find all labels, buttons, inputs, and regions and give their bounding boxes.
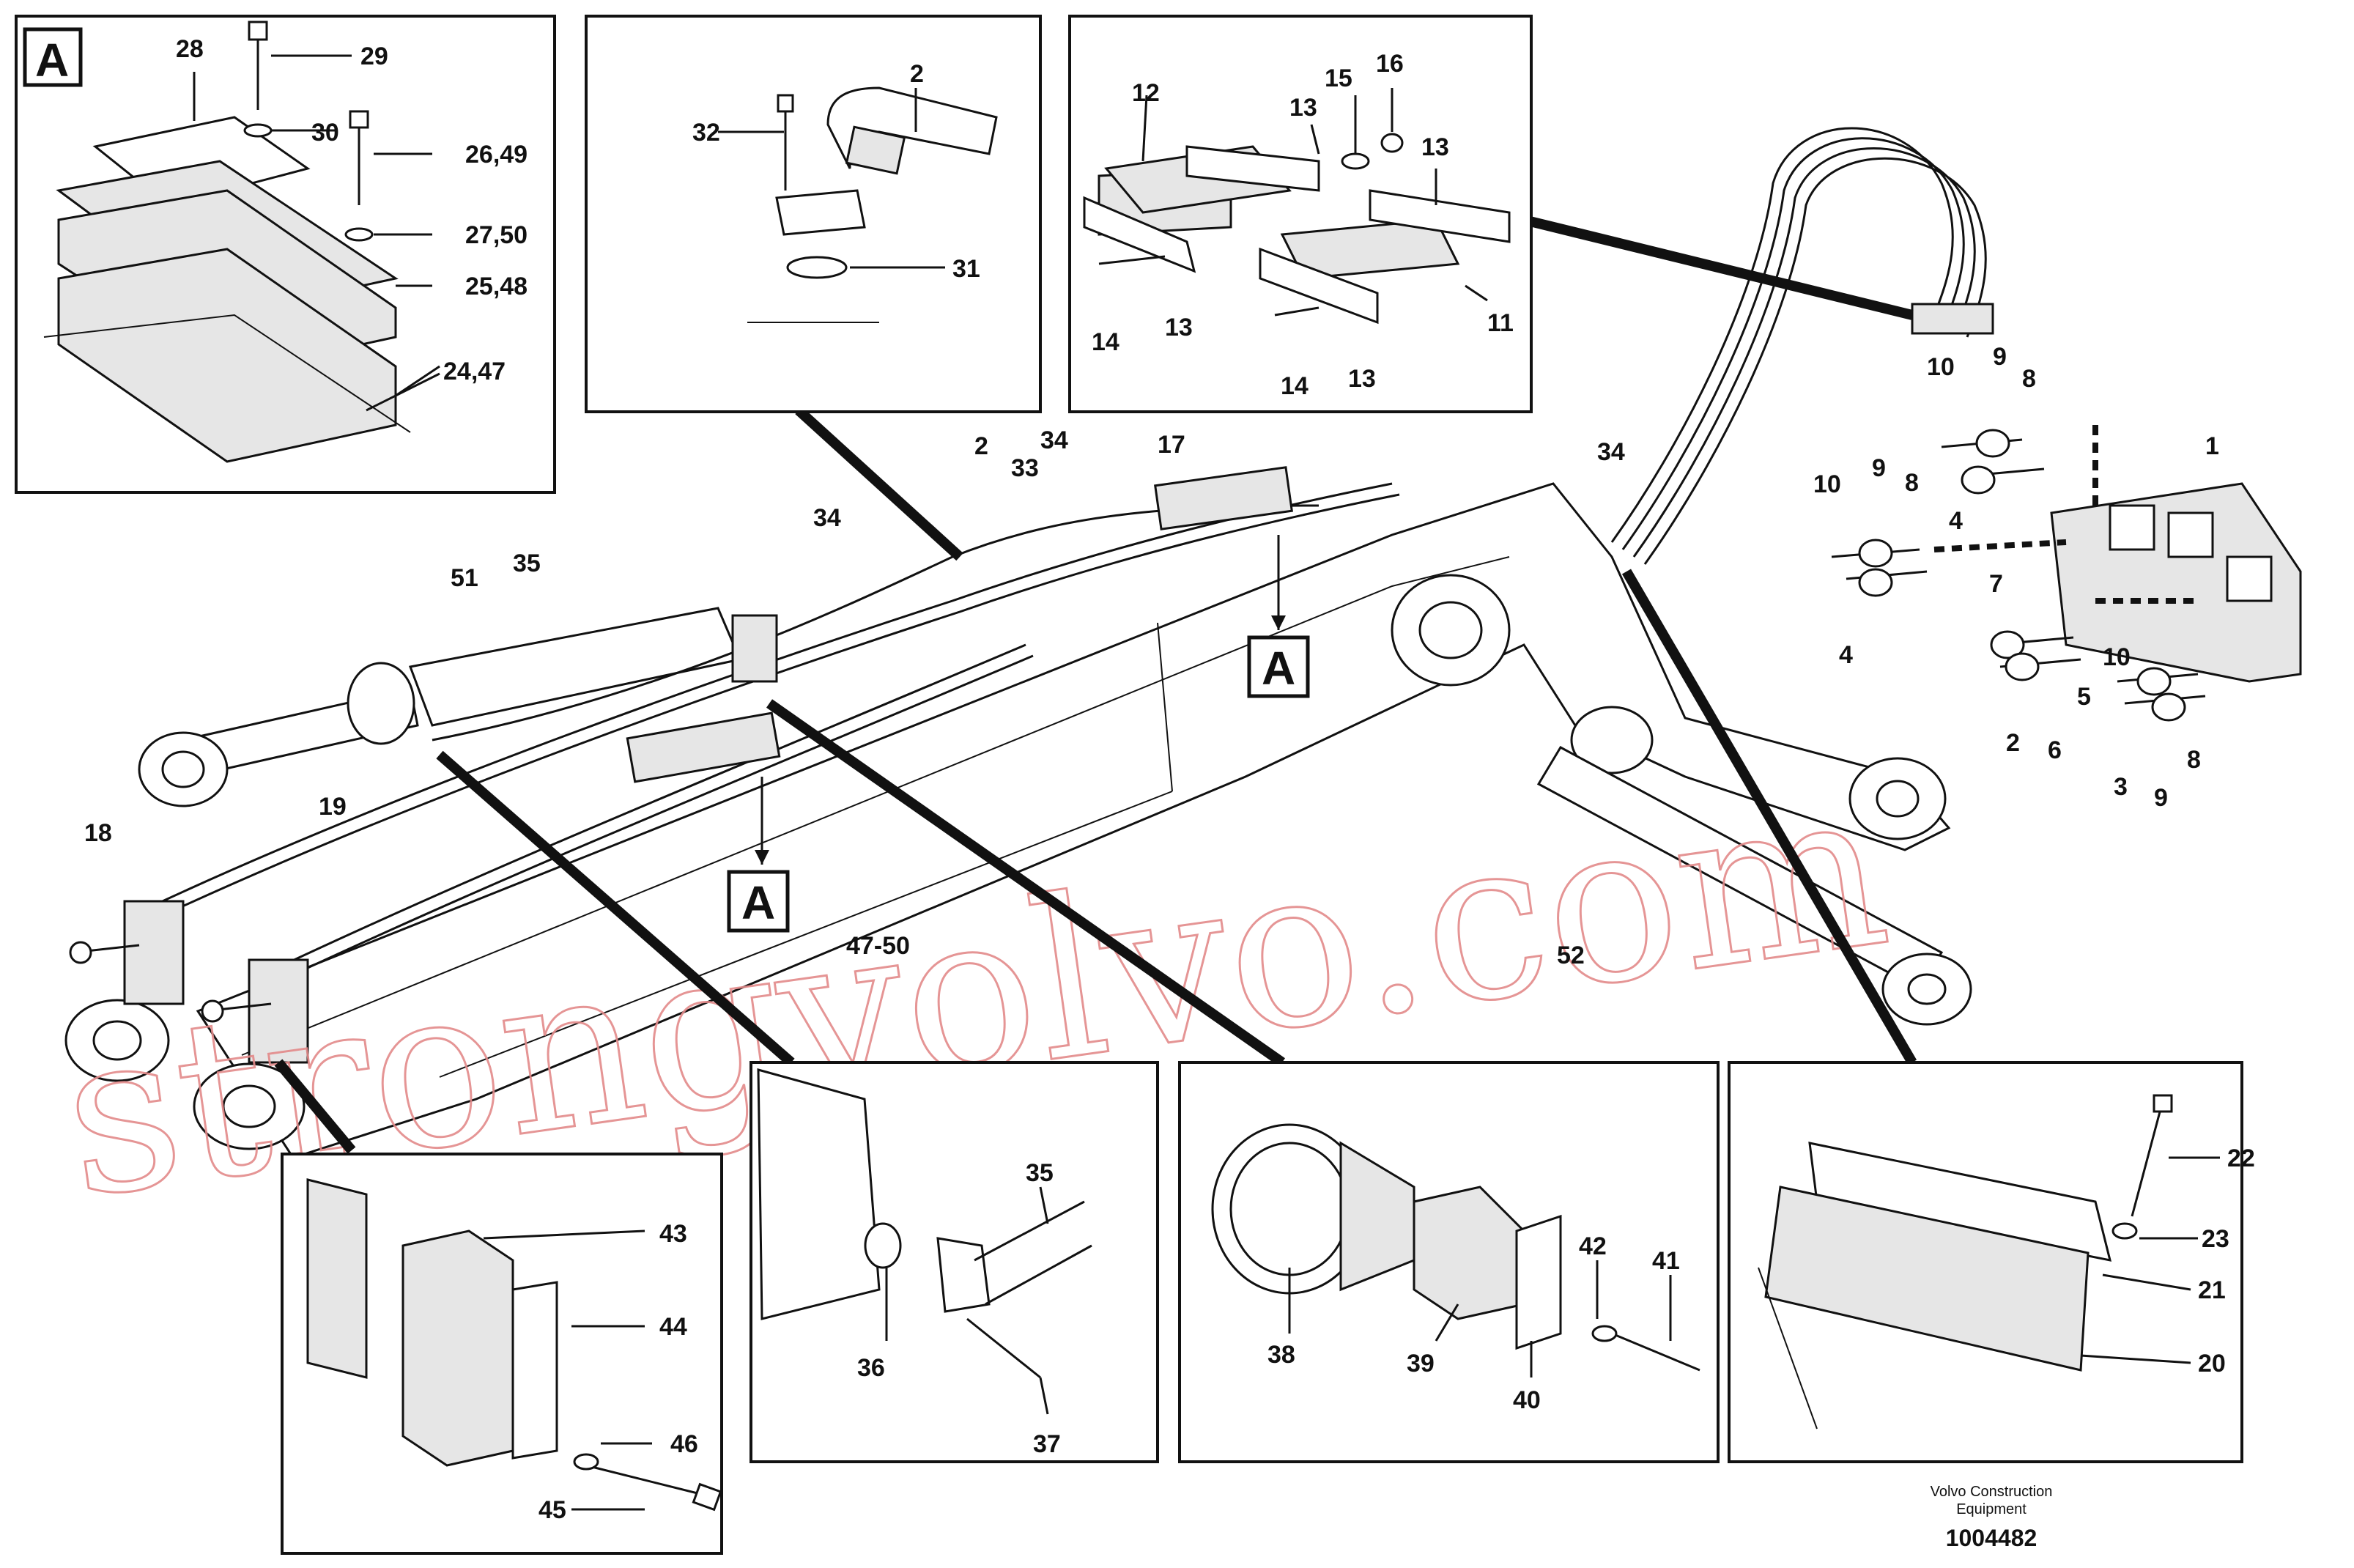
label-41: 41	[1652, 1247, 1680, 1275]
label-10-b: 10	[1813, 470, 1841, 498]
label-35-boom: 35	[513, 550, 541, 577]
label-2-inset: 2	[910, 60, 924, 88]
label-13-d: 13	[1348, 365, 1376, 393]
label-9-c: 9	[2154, 784, 2168, 812]
label-44: 44	[659, 1313, 687, 1341]
label-10-c: 10	[2103, 643, 2131, 671]
label-7: 7	[1989, 570, 2003, 598]
control-valve	[1831, 425, 2302, 722]
inset-valve-clamp	[1728, 1061, 2243, 1463]
label-13-c: 13	[1165, 314, 1193, 341]
label-20: 20	[2198, 1350, 2226, 1377]
label-51: 51	[451, 564, 478, 592]
label-2-valve: 2	[2006, 729, 2020, 757]
inset-pipe-clamp	[1178, 1061, 1720, 1463]
boom-assembly	[64, 127, 1994, 1159]
label-40: 40	[1513, 1386, 1541, 1414]
label-33: 33	[1011, 454, 1039, 482]
label-25-48: 25,48	[465, 273, 528, 300]
label-23: 23	[2202, 1225, 2229, 1253]
section-marker-boom-2: A	[727, 777, 790, 933]
label-8-b: 8	[1905, 469, 1919, 497]
label-8-a: 8	[2022, 365, 2036, 393]
label-38: 38	[1267, 1341, 1295, 1369]
label-1: 1	[2205, 432, 2219, 460]
label-32: 32	[692, 119, 720, 147]
footer-company-line2: Equipment	[1956, 1501, 2027, 1517]
label-21: 21	[2198, 1276, 2226, 1304]
label-47-50: 47-50	[846, 932, 910, 960]
drawing-number: 1004482	[1946, 1525, 2037, 1551]
svg-text:A: A	[741, 876, 775, 929]
label-3: 3	[2114, 773, 2128, 801]
label-14-b: 14	[1281, 372, 1309, 400]
label-6: 6	[2048, 736, 2062, 764]
part-labels: 28 29 30 26,49 27,50 25,48 24,47 2 32 31…	[84, 35, 2255, 1524]
label-43: 43	[659, 1220, 687, 1248]
label-36: 36	[857, 1354, 885, 1382]
label-46: 46	[670, 1430, 698, 1458]
label-16: 16	[1376, 50, 1404, 78]
label-18: 18	[84, 819, 112, 847]
label-45: 45	[538, 1496, 566, 1524]
label-34-b: 34	[813, 504, 841, 532]
label-37: 37	[1033, 1430, 1061, 1458]
label-9-b: 9	[1872, 454, 1886, 482]
label-2-boom: 2	[974, 432, 988, 460]
label-12: 12	[1132, 79, 1160, 107]
label-14-a: 14	[1092, 328, 1119, 356]
label-4-a: 4	[1949, 507, 1963, 535]
callout-leaders	[274, 215, 1917, 1154]
label-13-b: 13	[1421, 133, 1449, 161]
label-30: 30	[311, 119, 339, 147]
label-4-b: 4	[1839, 641, 1853, 669]
label-26-49: 26,49	[465, 141, 528, 169]
fitting-group	[1831, 429, 2206, 722]
label-31: 31	[952, 255, 980, 283]
footer-company-line1: Volvo Construction	[1931, 1484, 2053, 1500]
label-17: 17	[1158, 431, 1185, 459]
label-24-47: 24,47	[443, 358, 506, 385]
label-9-a: 9	[1993, 343, 2007, 371]
label-42: 42	[1579, 1232, 1607, 1260]
inset-flange-fitting	[585, 15, 1042, 413]
label-28: 28	[176, 35, 204, 63]
label-22: 22	[2227, 1144, 2255, 1172]
inset-flange-cylinder	[749, 1061, 1159, 1463]
label-34-c: 34	[1597, 438, 1625, 466]
inset-clamp-assembly-a: A	[15, 15, 556, 494]
inset-clamp-blocks	[1068, 15, 1533, 413]
label-10-a: 10	[1927, 353, 1955, 381]
label-19: 19	[319, 793, 347, 821]
inset-a-marker: A	[35, 34, 69, 86]
label-27-50: 27,50	[465, 221, 528, 249]
inset-clamp-foot	[281, 1153, 723, 1555]
label-15: 15	[1325, 64, 1352, 92]
label-13-a: 13	[1289, 94, 1317, 122]
svg-text:A: A	[1262, 642, 1295, 695]
label-39: 39	[1407, 1350, 1435, 1377]
label-35-inset: 35	[1026, 1159, 1054, 1187]
label-8-c: 8	[2187, 746, 2201, 774]
label-34-a: 34	[1040, 426, 1068, 454]
label-52: 52	[1557, 942, 1585, 969]
footer: Volvo Construction Equipment 1004482	[1931, 1484, 2053, 1551]
label-11: 11	[1487, 309, 1514, 337]
label-5: 5	[2077, 683, 2091, 711]
section-marker-boom-1: A	[1247, 535, 1310, 698]
label-29: 29	[360, 42, 388, 70]
